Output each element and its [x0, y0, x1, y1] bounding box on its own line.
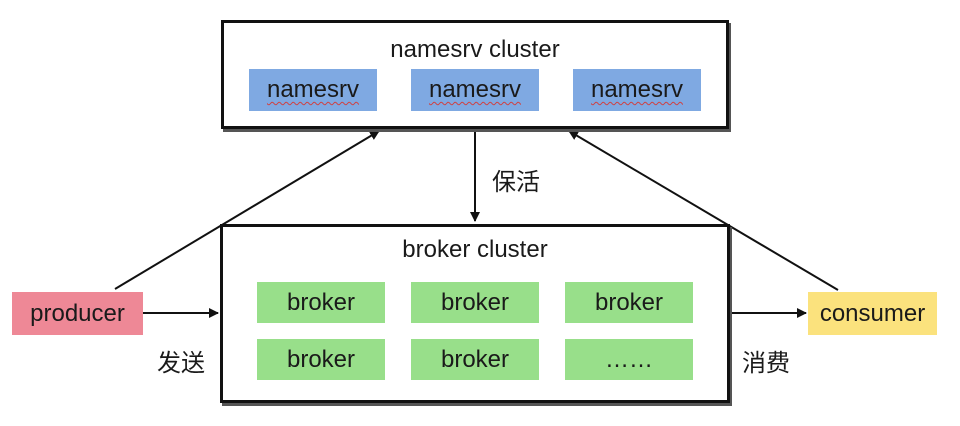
send-label: 发送: [157, 349, 205, 377]
keepalive-label: 保活: [492, 168, 540, 196]
namesrv-node: namesrv: [573, 69, 701, 111]
broker-node: broker: [565, 282, 693, 323]
broker-node: broker: [257, 339, 385, 380]
broker-node: broker: [411, 339, 539, 380]
broker-ellipsis-node: ……: [565, 339, 693, 380]
consumer-node: consumer: [808, 292, 937, 335]
producer-to-namesrv-arrow: [114, 130, 380, 290]
namesrv-node: namesrv: [411, 69, 539, 111]
namesrv-cluster-title: namesrv cluster: [390, 36, 560, 63]
consumer-to-namesrv-arrow: [568, 130, 839, 291]
namesrv-node: namesrv: [249, 69, 377, 111]
broker-node: broker: [411, 282, 539, 323]
broker-node: broker: [257, 282, 385, 323]
broker-cluster-title: broker cluster: [402, 236, 548, 263]
consume-label: 消费: [742, 349, 790, 377]
producer-node: producer: [12, 292, 143, 335]
